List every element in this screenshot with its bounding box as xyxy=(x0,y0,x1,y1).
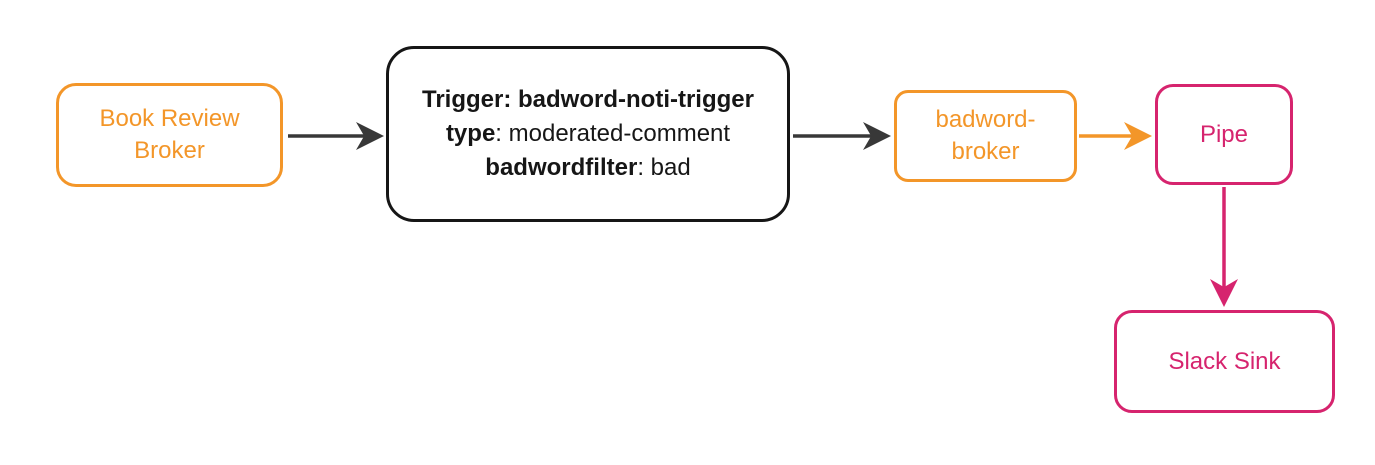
trigger-line-2-bold: type xyxy=(445,120,496,147)
node-book-review-broker: Book Review Broker xyxy=(56,83,283,187)
node-badword-broker-label: badword-broker xyxy=(935,106,1036,165)
node-pipe-label: Pipe xyxy=(1199,120,1249,148)
trigger-line-2-regular: : moderated-comment xyxy=(495,120,731,147)
trigger-line-1-bold: Trigger: badword-noti-trigger xyxy=(422,86,754,113)
trigger-line-2: type: moderated-comment xyxy=(446,117,730,151)
node-slack-sink-label: Slack Sink xyxy=(1168,347,1281,375)
node-book-review-broker-label: Book Review Broker xyxy=(99,105,240,164)
trigger-line-3-regular: : bad xyxy=(637,154,691,181)
node-trigger: Trigger: badword-noti-trigger type: mode… xyxy=(386,46,790,222)
trigger-line-3: badwordfilter: bad xyxy=(485,151,690,185)
trigger-line-3-bold: badwordfilter xyxy=(485,154,638,181)
trigger-line-1: Trigger: badword-noti-trigger xyxy=(422,83,754,117)
node-pipe: Pipe xyxy=(1155,84,1293,185)
node-slack-sink: Slack Sink xyxy=(1114,310,1335,413)
node-badword-broker: badword-broker xyxy=(894,90,1077,182)
